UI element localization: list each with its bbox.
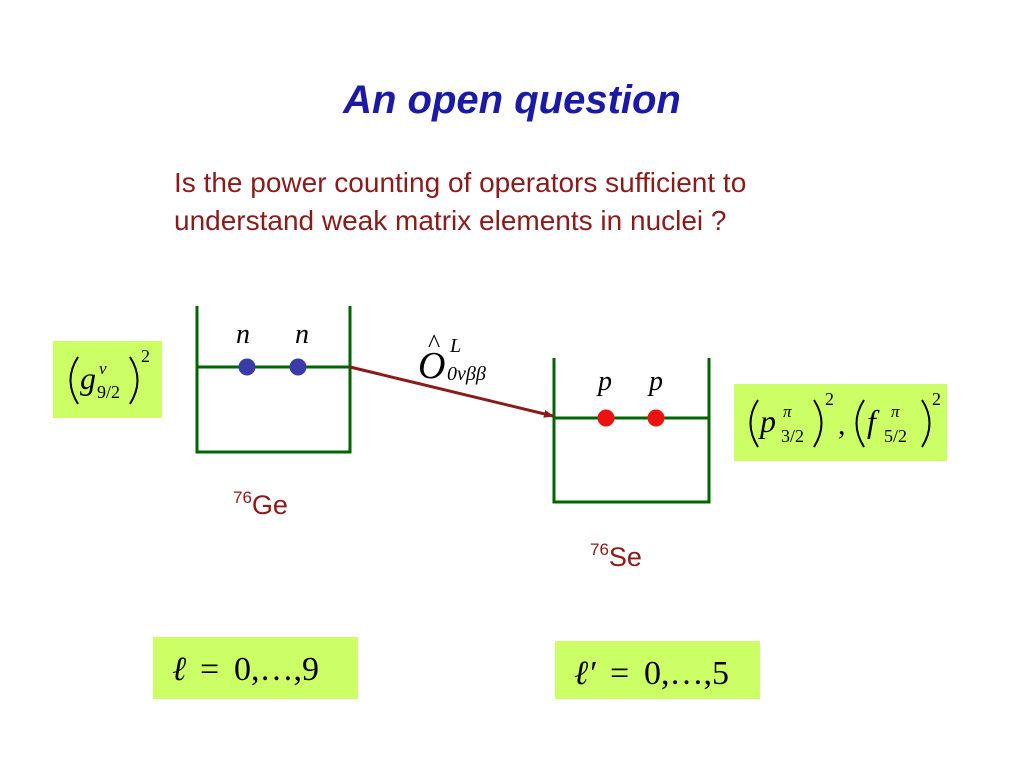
left-formula-sup: ν [99, 359, 107, 378]
right-formula-var1: p [758, 403, 776, 439]
ell-left-symbol: ℓ [172, 651, 186, 688]
ell-right-box [555, 641, 760, 699]
operator-sub: 0νββ [447, 363, 486, 385]
right-paren-open-1 [749, 399, 759, 448]
neutron-dot-2 [289, 358, 307, 376]
question-line-2: understand weak matrix elements in nucle… [174, 205, 727, 236]
proton-label-2: p [647, 366, 663, 397]
right-formula-sub2: 5/2 [884, 426, 907, 446]
proton-dot-1 [597, 409, 615, 427]
ge-mass-number: 76 [233, 488, 252, 507]
operator-hat: ^ [428, 329, 440, 358]
transition-arrow [349, 365, 554, 418]
ell-right-range: 0,…,5 [644, 655, 729, 692]
right-formula-power2: 2 [932, 389, 941, 409]
ell-right-symbol: ℓ′ [574, 655, 596, 692]
left-paren-open [69, 356, 79, 405]
question-line-1: Is the power counting of operators suffi… [174, 167, 747, 198]
left-formula: g ν 9/2 2 [69, 346, 150, 405]
ell-right-eq: = [610, 655, 629, 692]
right-formula-power1: 2 [825, 389, 834, 409]
se-well [552, 358, 711, 504]
right-formula-var2: f [867, 403, 880, 439]
ell-left-formula: ℓ = 0,…,9 [172, 651, 319, 688]
right-formula-sub1: 3/2 [781, 426, 804, 446]
se-nucleus-label: 76Se [590, 540, 642, 573]
neutron-dot-1 [238, 358, 256, 376]
se-mass-number: 76 [590, 540, 609, 559]
operator-label: O ^ L 0νββ [418, 329, 486, 387]
right-formula-sup1: π [783, 402, 792, 421]
left-formula-sub: 9/2 [97, 382, 120, 402]
right-formula-box [734, 384, 947, 461]
left-paren-close [129, 356, 139, 405]
proton-label-1: p [596, 366, 612, 397]
ge-nucleus-label: 76Ge [233, 488, 288, 521]
ge-well [195, 306, 352, 454]
ge-well-outline [195, 306, 352, 454]
ell-left-eq: = [200, 651, 219, 688]
right-formula-sep: , [838, 408, 846, 441]
proton-dot-2 [647, 409, 665, 427]
right-paren-close-2 [921, 399, 931, 448]
left-formula-power: 2 [141, 346, 150, 366]
neutron-label-2: n [295, 319, 309, 350]
neutron-label-1: n [236, 319, 250, 350]
ell-left-box [153, 637, 358, 699]
right-formula-sup2: π [891, 402, 900, 421]
operator-sup: L [449, 335, 461, 357]
right-paren-close-1 [813, 399, 823, 448]
left-formula-var: g [80, 360, 96, 396]
right-formula: p π 3/2 2 , f π 5/2 2 [749, 389, 941, 448]
ge-symbol: Ge [251, 490, 288, 520]
slide-title: An open question [343, 78, 681, 122]
operator-base: O [418, 345, 445, 387]
se-symbol: Se [608, 542, 642, 572]
question-text: Is the power counting of operators suffi… [174, 164, 894, 240]
ell-left-range: 0,…,9 [234, 651, 319, 688]
right-paren-open-2 [855, 399, 865, 448]
se-well-outline [552, 358, 711, 504]
ell-right-formula: ℓ′ = 0,…,5 [574, 655, 729, 692]
